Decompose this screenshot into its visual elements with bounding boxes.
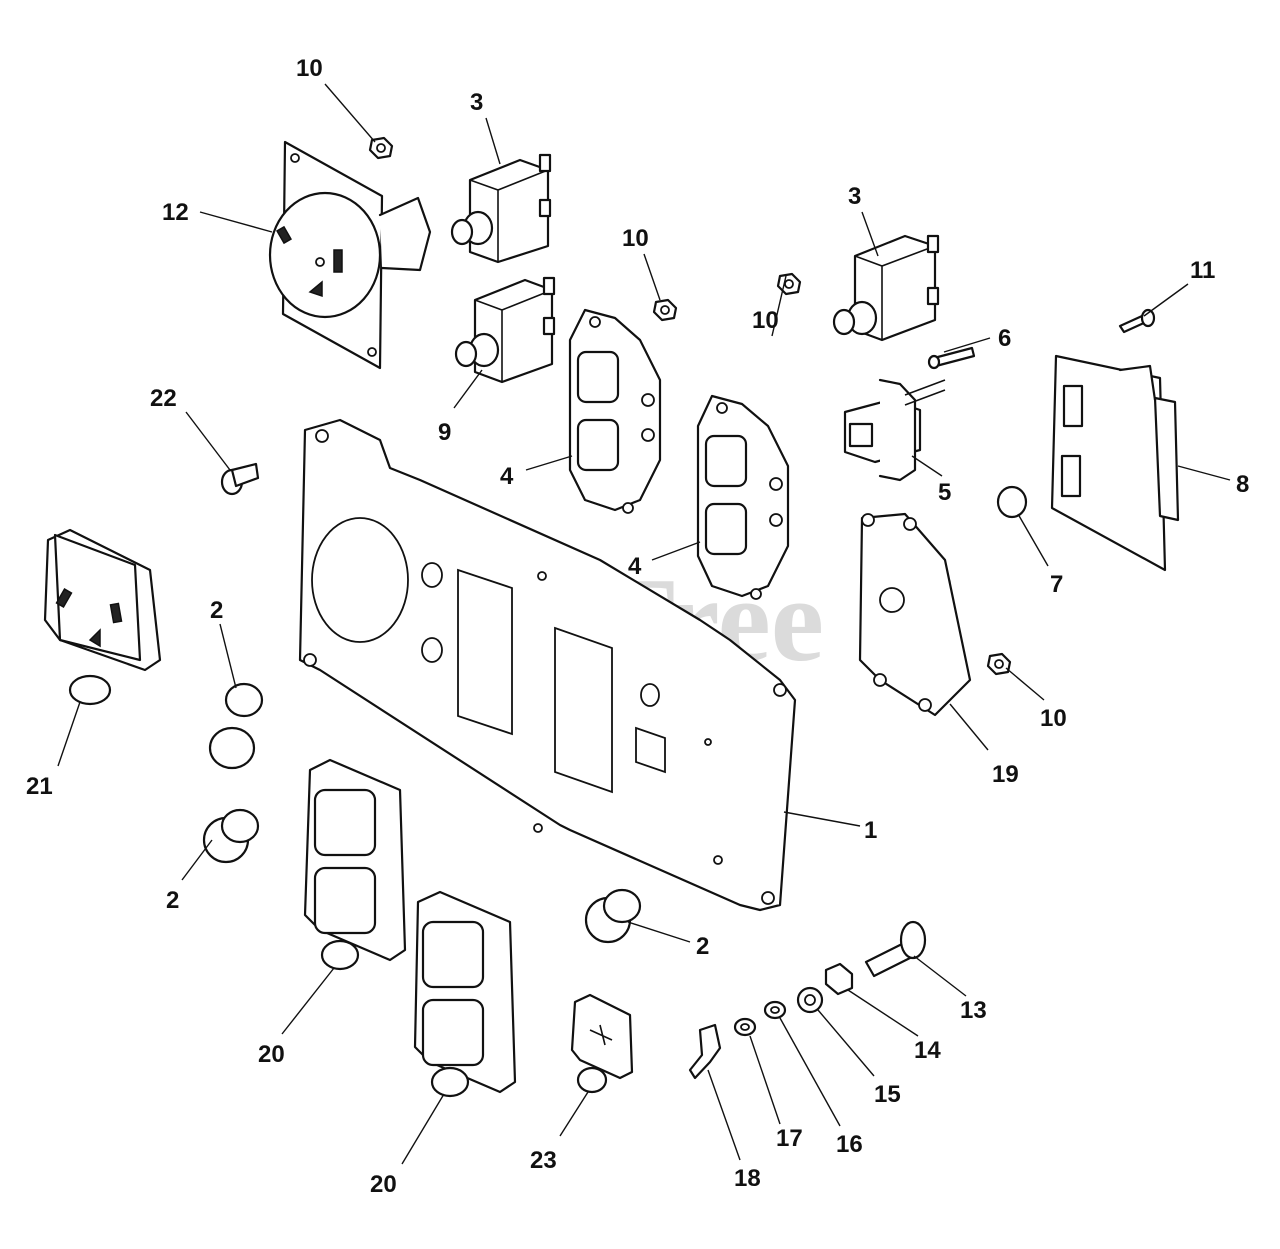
callout-4: 4	[628, 553, 642, 580]
part-washer-17[interactable]	[733, 1017, 757, 1037]
callout-2: 2	[696, 933, 709, 960]
part-cover-21[interactable]	[43, 528, 162, 706]
callout-19: 19	[992, 761, 1019, 788]
callout-10: 10	[622, 225, 649, 252]
part-duplex-receptacle-1[interactable]	[568, 308, 662, 514]
callout-7: 7	[1050, 571, 1063, 598]
callout-10: 10	[752, 307, 779, 334]
part-cover-20-b[interactable]	[413, 890, 517, 1098]
callout-10: 10	[1040, 705, 1067, 732]
part-control-board[interactable]	[1050, 354, 1180, 572]
callout-20: 20	[258, 1041, 285, 1068]
callout-16: 16	[836, 1131, 863, 1158]
part-washer-16[interactable]	[763, 1000, 787, 1020]
part-circuit-breaker-right[interactable]	[832, 234, 940, 342]
callout-2: 2	[166, 887, 179, 914]
part-circuit-breaker-9[interactable]	[454, 276, 556, 384]
part-circuit-breaker-top[interactable]	[450, 153, 552, 264]
part-nut-top-left[interactable]	[368, 136, 394, 160]
callout-1: 1	[864, 817, 877, 844]
part-nut-right[interactable]	[986, 652, 1012, 676]
callout-17: 17	[776, 1125, 803, 1152]
callout-5: 5	[938, 479, 951, 506]
part-cap-2-c[interactable]	[584, 888, 642, 944]
callout-4: 4	[500, 463, 514, 490]
callout-3: 3	[470, 89, 483, 116]
callout-15: 15	[874, 1081, 901, 1108]
callout-14: 14	[914, 1037, 941, 1064]
callout-13: 13	[960, 997, 987, 1024]
part-screw-11[interactable]	[1118, 308, 1156, 334]
part-bolt-22[interactable]	[220, 462, 260, 496]
part-receptacle-30a[interactable]	[268, 140, 432, 370]
part-usb-cover-23[interactable]	[570, 993, 634, 1094]
part-cover-20-a[interactable]	[303, 758, 407, 971]
part-cap-2-a[interactable]	[208, 682, 264, 770]
callout-2: 2	[210, 597, 223, 624]
callout-6: 6	[998, 325, 1011, 352]
part-cap-7[interactable]	[996, 485, 1028, 519]
part-lock-washer-15[interactable]	[796, 986, 824, 1014]
callout-21: 21	[26, 773, 53, 800]
callout-3: 3	[848, 183, 861, 210]
callout-9: 9	[438, 419, 451, 446]
callout-12: 12	[162, 199, 189, 226]
part-pin-6[interactable]	[927, 346, 976, 370]
callout-22: 22	[150, 385, 177, 412]
callout-labels: 10 3 12 10 3 11 10 6 22 9 4 5 8 4 7 2 21…	[26, 55, 1249, 1198]
part-nut-middle-1[interactable]	[652, 298, 678, 322]
part-nut-14[interactable]	[824, 962, 854, 996]
part-main-panel[interactable]	[298, 418, 797, 912]
part-wing-nut-18[interactable]	[688, 1023, 722, 1080]
callout-10: 10	[296, 55, 323, 82]
leader-lines	[57, 83, 1231, 1165]
part-bracket-19[interactable]	[858, 512, 972, 717]
callout-20: 20	[370, 1171, 397, 1198]
part-cap-2-b[interactable]	[202, 808, 260, 864]
callout-23: 23	[530, 1147, 557, 1174]
callout-8: 8	[1236, 471, 1249, 498]
part-duplex-receptacle-2[interactable]	[696, 394, 790, 600]
callout-11: 11	[1190, 257, 1215, 284]
callout-18: 18	[734, 1165, 761, 1192]
part-nut-middle-2[interactable]	[776, 272, 802, 296]
part-usb-module[interactable]	[843, 378, 946, 482]
part-bolt-13[interactable]	[864, 920, 927, 978]
